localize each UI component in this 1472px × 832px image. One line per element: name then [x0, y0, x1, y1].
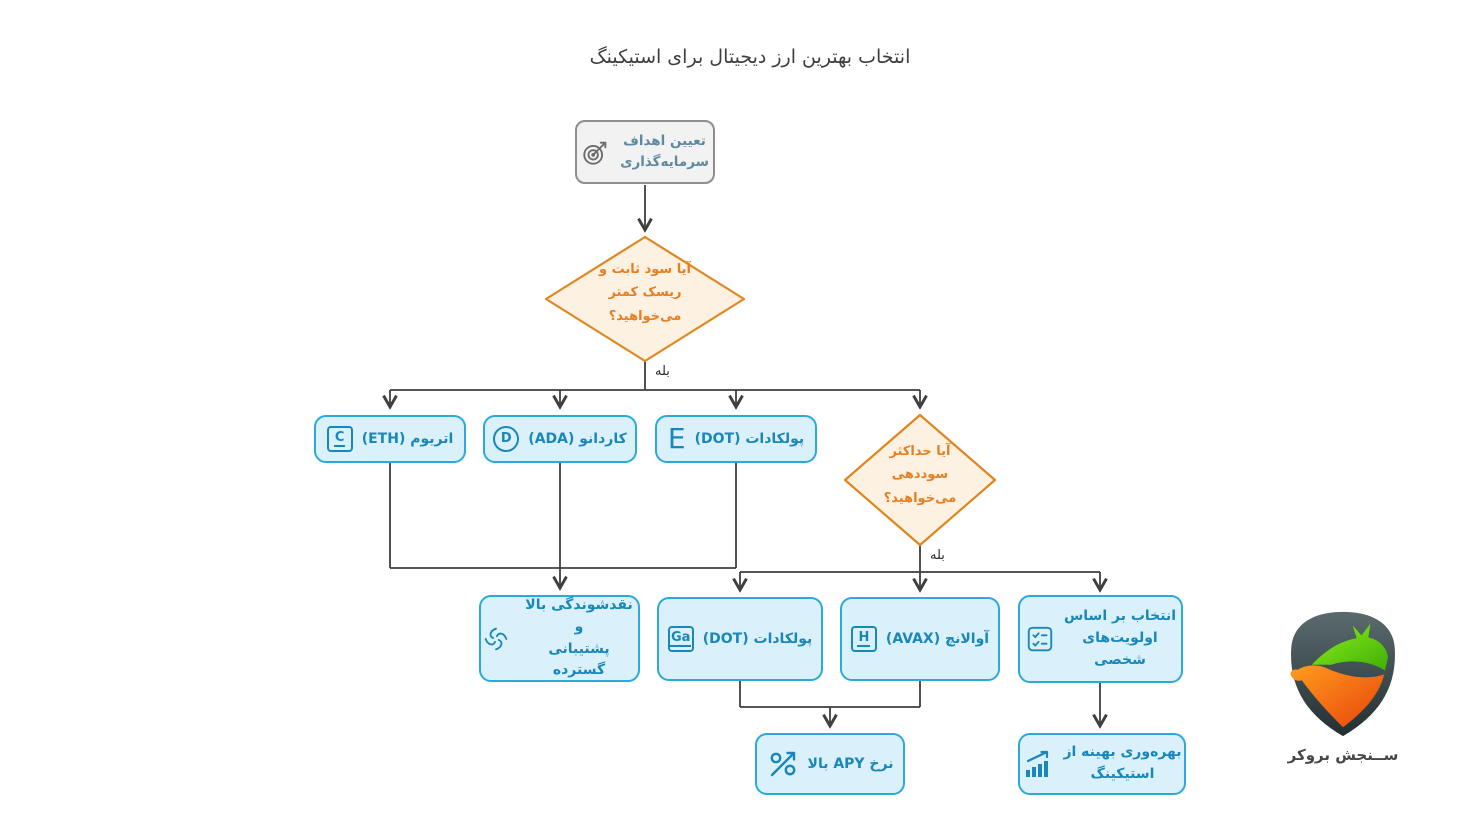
target-icon	[583, 141, 607, 165]
decision-1-diamond	[544, 235, 746, 363]
decision-2-label: آیا حداکثر سوددهی می‌خواهید؟	[883, 444, 957, 506]
avalanche-label: آوالانچ (AVAX)	[885, 631, 990, 647]
optimal-staking-label: بهره‌وری بهینه از استیکینگ	[1063, 744, 1182, 782]
polkadot-2-label: پولکادات (DOT)	[702, 631, 813, 647]
connector-apy-bus	[739, 681, 921, 708]
connector-merge-bus	[389, 463, 737, 569]
node-high-apy: نرخ APY بالا	[755, 733, 905, 795]
node-polkadot-1: پولکادات (DOT) E	[655, 415, 817, 463]
bull-bear-logo-icon	[1290, 611, 1395, 737]
ada-symbol-icon: D	[493, 426, 520, 452]
node-liquidity: نقدشوندگی بالا و پشتیبانی گسترده	[479, 595, 640, 682]
decision-2-diamond	[843, 413, 997, 547]
polkadot-1-label: پولکادات (DOT)	[694, 431, 805, 447]
node-optimal-staking: بهره‌وری بهینه از استیکینگ	[1018, 733, 1186, 795]
dot2-symbol-icon: Ga	[667, 626, 694, 652]
node-polkadot-2: پولکادات (DOT) Ga	[657, 597, 823, 681]
checklist-icon	[1027, 626, 1053, 652]
cardano-label: کاردانو (ADA)	[528, 431, 627, 447]
node-cardano: کاردانو (ADA) D	[483, 415, 637, 463]
connector-branch2-bus	[740, 545, 1100, 573]
swirl-icon	[484, 627, 508, 650]
high-apy-label: نرخ APY بالا	[807, 756, 894, 772]
decision-1-label: آیا سود ثابت و ریسک کمتر می‌خواهید؟	[599, 262, 691, 324]
connector-branch1-bus	[390, 361, 920, 391]
priorities-label: انتخاب بر اساس اولویت‌های شخصی	[1063, 608, 1177, 668]
ethereum-label: اتریوم (ETH)	[361, 431, 454, 447]
liquidity-label: نقدشوندگی بالا و پشتیبانی گسترده	[525, 597, 633, 679]
yes-label-1: بله	[655, 364, 670, 379]
eth-symbol-icon: C	[326, 426, 353, 452]
node-avalanche: آوالانچ (AVAX) H	[840, 597, 1000, 681]
start-label: تعیین اهداف سرمایه‌گذاری	[620, 133, 709, 170]
node-ethereum: اتریوم (ETH) C	[314, 415, 466, 463]
brand-wordmark: ســنجش بروکر	[1287, 746, 1399, 764]
avax-symbol-icon: H	[850, 626, 877, 652]
percent-growth-icon	[770, 751, 795, 777]
node-personal-priorities: انتخاب بر اساس اولویت‌های شخصی	[1018, 595, 1183, 683]
dot-symbol-icon: E	[667, 422, 686, 455]
node-define-goals: تعیین اهداف سرمایه‌گذاری	[575, 120, 715, 184]
brand-logo: ســنجش بروکر	[1278, 608, 1408, 764]
yes-label-2: بله	[930, 548, 945, 563]
page-title: انتخاب بهترین ارز دیجیتال برای استیکینگ	[589, 46, 911, 68]
bar-chart-icon	[1026, 750, 1049, 777]
